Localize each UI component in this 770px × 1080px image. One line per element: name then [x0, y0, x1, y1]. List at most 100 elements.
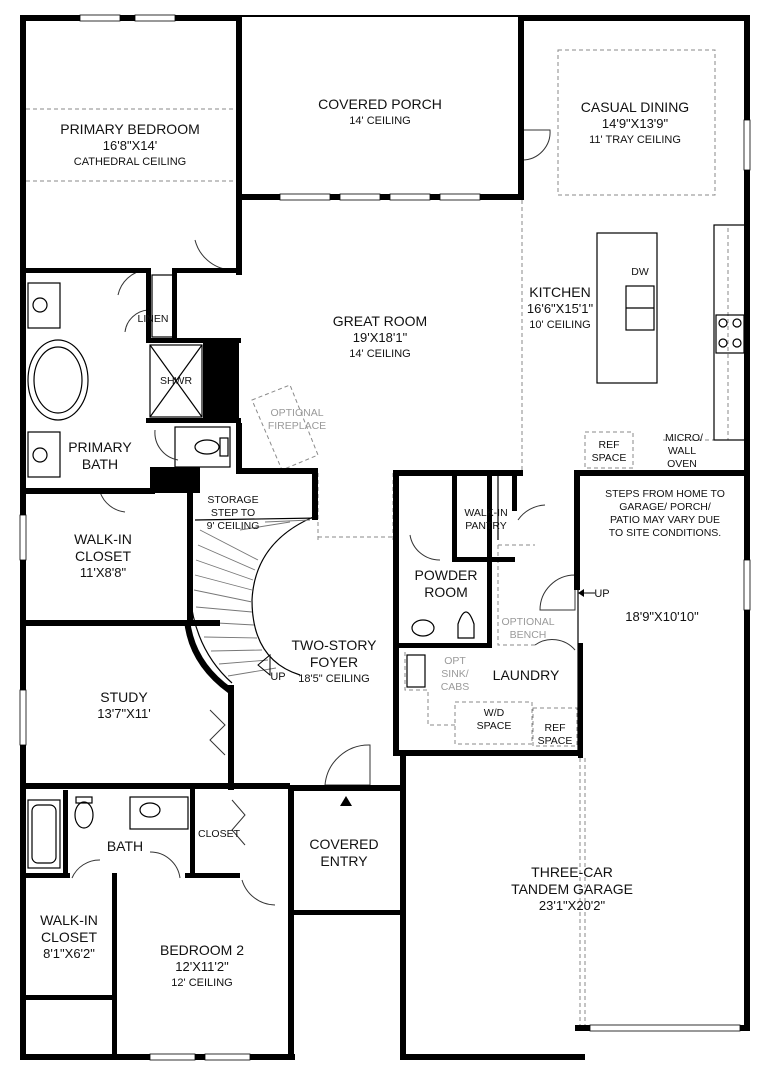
burner-4: [732, 338, 742, 348]
door-bath: [149, 851, 181, 879]
window-great-2: [339, 193, 381, 201]
opt-sink-2: SINK/: [441, 668, 469, 680]
door-study-bifold: [209, 709, 226, 756]
bedroom2-note: 12' CEILING: [171, 977, 232, 989]
wall-bath-south: [20, 488, 155, 494]
door-laundry: [534, 639, 576, 651]
steps-note-3: PATIO MAY VARY DUE: [610, 514, 720, 526]
great-room-name: GREAT ROOM: [333, 313, 427, 329]
wall-powder-east: [487, 476, 492, 646]
storage-line-2: STEP TO: [211, 507, 255, 519]
bedroom2-size: 12'X11'2": [175, 959, 229, 974]
dw-label: DW: [631, 266, 649, 278]
wall-great-south-e: [393, 470, 523, 476]
wic-primary-size: 11'X8'8": [80, 565, 127, 580]
staircase: [189, 514, 319, 684]
door-front-entry: [324, 744, 371, 786]
bath-tub: [27, 799, 61, 869]
primary-bedroom-note: CATHEDRAL CEILING: [74, 156, 186, 168]
kitchen-note: 10' CEILING: [529, 319, 590, 331]
ref-laundry-2: SPACE: [538, 735, 573, 747]
steps-note-1: STEPS FROM HOME TO: [605, 488, 725, 500]
wall-bath-se-block: [150, 467, 200, 493]
bath-name: BATH: [107, 838, 143, 854]
wic-primary-line-1: WALK-IN: [74, 531, 132, 547]
door-primary-bedroom: [194, 239, 231, 271]
wall-kitchen-south: [574, 470, 750, 476]
wic2-size: 8'1"X6'2": [43, 946, 95, 961]
door-casual-dining: [521, 129, 551, 161]
window-bedroom2-1: [149, 1053, 196, 1061]
stair-top-line: [194, 517, 319, 521]
wd-space-outline: [454, 701, 533, 745]
shower-x2: [149, 344, 203, 418]
wall-porch-west: [236, 15, 242, 275]
window-dining: [743, 119, 751, 171]
wall-south-garage: [400, 1054, 585, 1060]
door-wc: [154, 429, 179, 461]
fireplace-line-2: FIREPLACE: [268, 420, 326, 432]
door-bedroom2: [241, 879, 276, 906]
powder-toilet: [411, 619, 435, 637]
window-bedroom2-2: [204, 1053, 251, 1061]
window-great-1: [279, 193, 331, 201]
door-linen: [124, 309, 149, 333]
door-mudroom: [539, 574, 576, 611]
micro-oven-1: MICRO/: [665, 432, 703, 444]
wall-garage-west: [400, 750, 406, 1060]
primary-bedroom-size: 16'8"X14': [103, 138, 157, 153]
window-great-4: [439, 193, 481, 201]
wall-bath-east: [190, 785, 195, 878]
micro-oven-3: OVEN: [667, 458, 697, 470]
steps-note-2: GARAGE/ PORCH/: [619, 501, 711, 513]
vanity-top: [27, 282, 61, 329]
wall-bedroom-south: [20, 268, 150, 273]
counter-run: [662, 228, 729, 441]
mudroom-size: 18'9"X10'10": [625, 609, 699, 624]
wall-powder-south: [399, 643, 492, 648]
bath-vanity: [129, 796, 189, 830]
wall-north-bedroom: [20, 15, 242, 21]
fireplace-line-1: OPTIONAL: [270, 407, 323, 419]
micro-oven-2: WALL: [668, 445, 696, 457]
shower-label: SHWR: [160, 375, 192, 387]
casual-dining-size: 14'9"X13'9": [602, 116, 669, 131]
pantry-line-2: PANTRY: [465, 520, 507, 532]
wic2-line-2: CLOSET: [41, 929, 97, 945]
vanity-sink-top: [32, 297, 48, 313]
ref-laundry-1: REF: [545, 722, 566, 734]
burner-3: [718, 338, 728, 348]
foyer-name-1: TWO-STORY: [291, 637, 377, 653]
wall-pantry-west: [452, 476, 457, 561]
laundry-name: LAUNDRY: [493, 667, 560, 683]
wall-closet-south: [20, 620, 220, 626]
wall-closet2-east: [112, 873, 117, 1058]
wall-entry-north: [290, 785, 400, 791]
wic2-line-1: WALK-IN: [40, 912, 98, 928]
covered-porch-note: 14' CEILING: [349, 115, 410, 127]
wall-powder-west: [393, 470, 399, 755]
great-room-note: 14' CEILING: [349, 348, 410, 360]
wc-compartment: [174, 426, 231, 468]
wall-entry-west: [288, 785, 294, 1060]
up-label-mudroom: UP: [594, 588, 609, 600]
bench-line-1: OPTIONAL: [501, 616, 554, 628]
door-closet-bifold: [231, 799, 246, 846]
wall-north-dining: [520, 15, 750, 21]
wall-closet2-south: [20, 995, 117, 1000]
powder-line-1: POWDER: [415, 567, 478, 583]
steps-note-4: TO SITE CONDITIONS.: [609, 527, 721, 539]
wall-stair-curve: [184, 620, 232, 693]
wall-shower-south: [146, 418, 241, 423]
primary-toilet: [194, 439, 220, 455]
garage-line-2: TANDEM GARAGE: [511, 881, 633, 897]
wall-east-kitchen: [744, 15, 750, 475]
wall-wc-east: [236, 423, 242, 473]
wall-chimney: [203, 338, 239, 423]
covered-entry-1: COVERED: [309, 836, 378, 852]
covered-porch-name: COVERED PORCH: [318, 96, 442, 112]
wall-closet-east: [187, 490, 193, 620]
stair-up-arrow: [257, 653, 271, 677]
garage-line-1: THREE-CAR: [531, 864, 613, 880]
